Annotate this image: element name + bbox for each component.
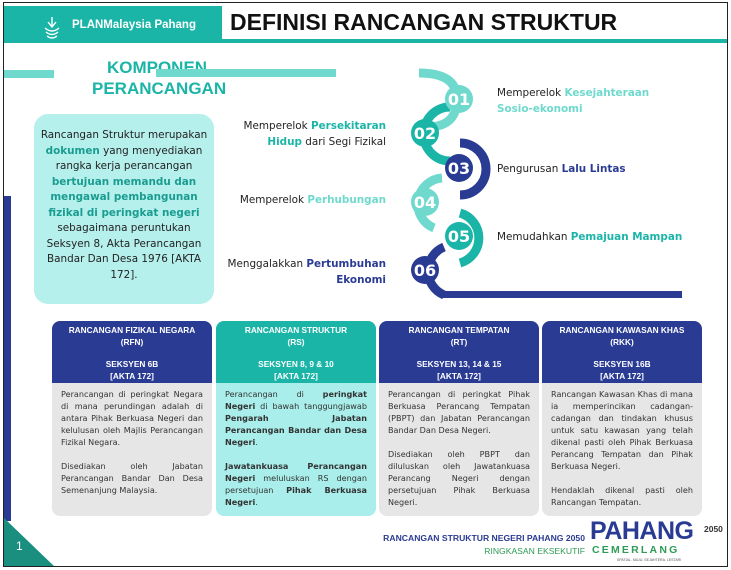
badge-circle	[445, 222, 473, 250]
brand-year: 2050	[704, 524, 723, 534]
badge-number: 03	[448, 159, 470, 178]
card-header: RANCANGAN TEMPATAN(RT)SEKSYEN 13, 14 & 1…	[379, 321, 539, 383]
plan-card-rs: RANCANGAN STRUKTUR(RS)SEKSYEN 8, 9 & 10[…	[216, 321, 376, 516]
card-body: Perancangan di peringkat Negara di mana …	[61, 389, 203, 495]
card-body: Perancangan di peringkat Negeri di bawah…	[225, 389, 367, 507]
component-label-06: Menggalakkan Pertumbuhan Ekonomi	[227, 258, 387, 286]
component-label-03: Pengurusan Lalu Lintas	[497, 163, 626, 175]
badge-number: 05	[448, 227, 470, 246]
card-header: RANCANGAN STRUKTUR(RS)SEKSYEN 8, 9 & 10[…	[216, 321, 376, 383]
plan-card-rfn: RANCANGAN FIZIKAL NEGARA(RFN)SEKSYEN 6B[…	[52, 321, 212, 516]
snake-top-bar	[156, 69, 336, 77]
badge-circle	[445, 154, 473, 182]
components-snake-diagram: 01 02 03 04 05 06	[156, 68, 682, 300]
badge-circle	[411, 256, 439, 284]
snake-bottom-bar	[442, 291, 682, 298]
footer-subtitle: RINGKASAN EKSEKUTIF	[484, 546, 585, 556]
org-name: PLANMalaysia Pahang	[72, 18, 196, 31]
arc-05	[458, 208, 484, 268]
component-label-02: Memperelok Persekitaran Hidup dari Segi …	[243, 120, 386, 148]
badge-number: 06	[414, 261, 436, 280]
badge-circle	[411, 119, 439, 147]
badge-number: 02	[414, 124, 436, 143]
brand-logo-pahang: PAHANG	[590, 517, 694, 545]
corner-triangle	[4, 518, 56, 566]
component-badge-04: 04	[411, 188, 439, 216]
page-number: 1	[16, 539, 23, 553]
brand-logo-cemerlang: CEMERLANG	[592, 544, 680, 556]
card-header: RANCANGAN KAWASAN KHAS(RKK)SEKSYEN 16B[A…	[542, 321, 702, 383]
badge-circle	[445, 85, 473, 113]
planmalaysia-logo-icon	[44, 17, 60, 39]
component-badge-01: 01	[445, 85, 473, 113]
brand-tagline: SPATIAL. MAJU. SEJAHTERA. LESTARI	[617, 558, 682, 562]
section-title-line: PERANCANGAN	[92, 79, 227, 98]
component-badge-03: 03	[445, 154, 473, 182]
plan-card-rkk: RANCANGAN KAWASAN KHAS(RKK)SEKSYEN 16B[A…	[542, 321, 702, 516]
divider-bar	[4, 70, 54, 78]
plan-card-rt: RANCANGAN TEMPATAN(RT)SEKSYEN 13, 14 & 1…	[379, 321, 539, 516]
card-header: RANCANGAN FIZIKAL NEGARA(RFN)SEKSYEN 6B[…	[52, 321, 212, 383]
component-badge-05: 05	[445, 222, 473, 250]
footer-doc-title: RANCANGAN STRUKTUR NEGERI PAHANG 2050	[383, 533, 585, 543]
arc-03	[459, 138, 491, 200]
slide: PLANMalaysia Pahang DEFINISI RANCANGAN S…	[3, 2, 728, 567]
card-body: Rancangan Kawasan Khas di mana ia memper…	[551, 389, 693, 507]
badge-circle	[411, 188, 439, 216]
component-label-05: Memudahkan Pemajuan Mampan	[497, 231, 683, 243]
component-label-04: Memperelok Perhubungan	[239, 194, 386, 206]
component-badge-02: 02	[411, 119, 439, 147]
component-badge-06: 06	[411, 256, 439, 284]
badge-number: 01	[448, 90, 470, 109]
header-org: PLANMalaysia Pahang	[4, 6, 222, 43]
card-body: Perancangan di peringkat Pihak Berkuasa …	[388, 389, 530, 507]
definition-box: Rancangan Struktur merupakan dokumen yan…	[34, 114, 214, 304]
component-label-01: Memperelok Kesejahteraan Sosio-ekonomi	[497, 87, 650, 115]
side-accent-bar	[4, 196, 11, 521]
page-title: DEFINISI RANCANGAN STRUKTUR	[222, 6, 727, 43]
badge-number: 04	[414, 193, 436, 212]
